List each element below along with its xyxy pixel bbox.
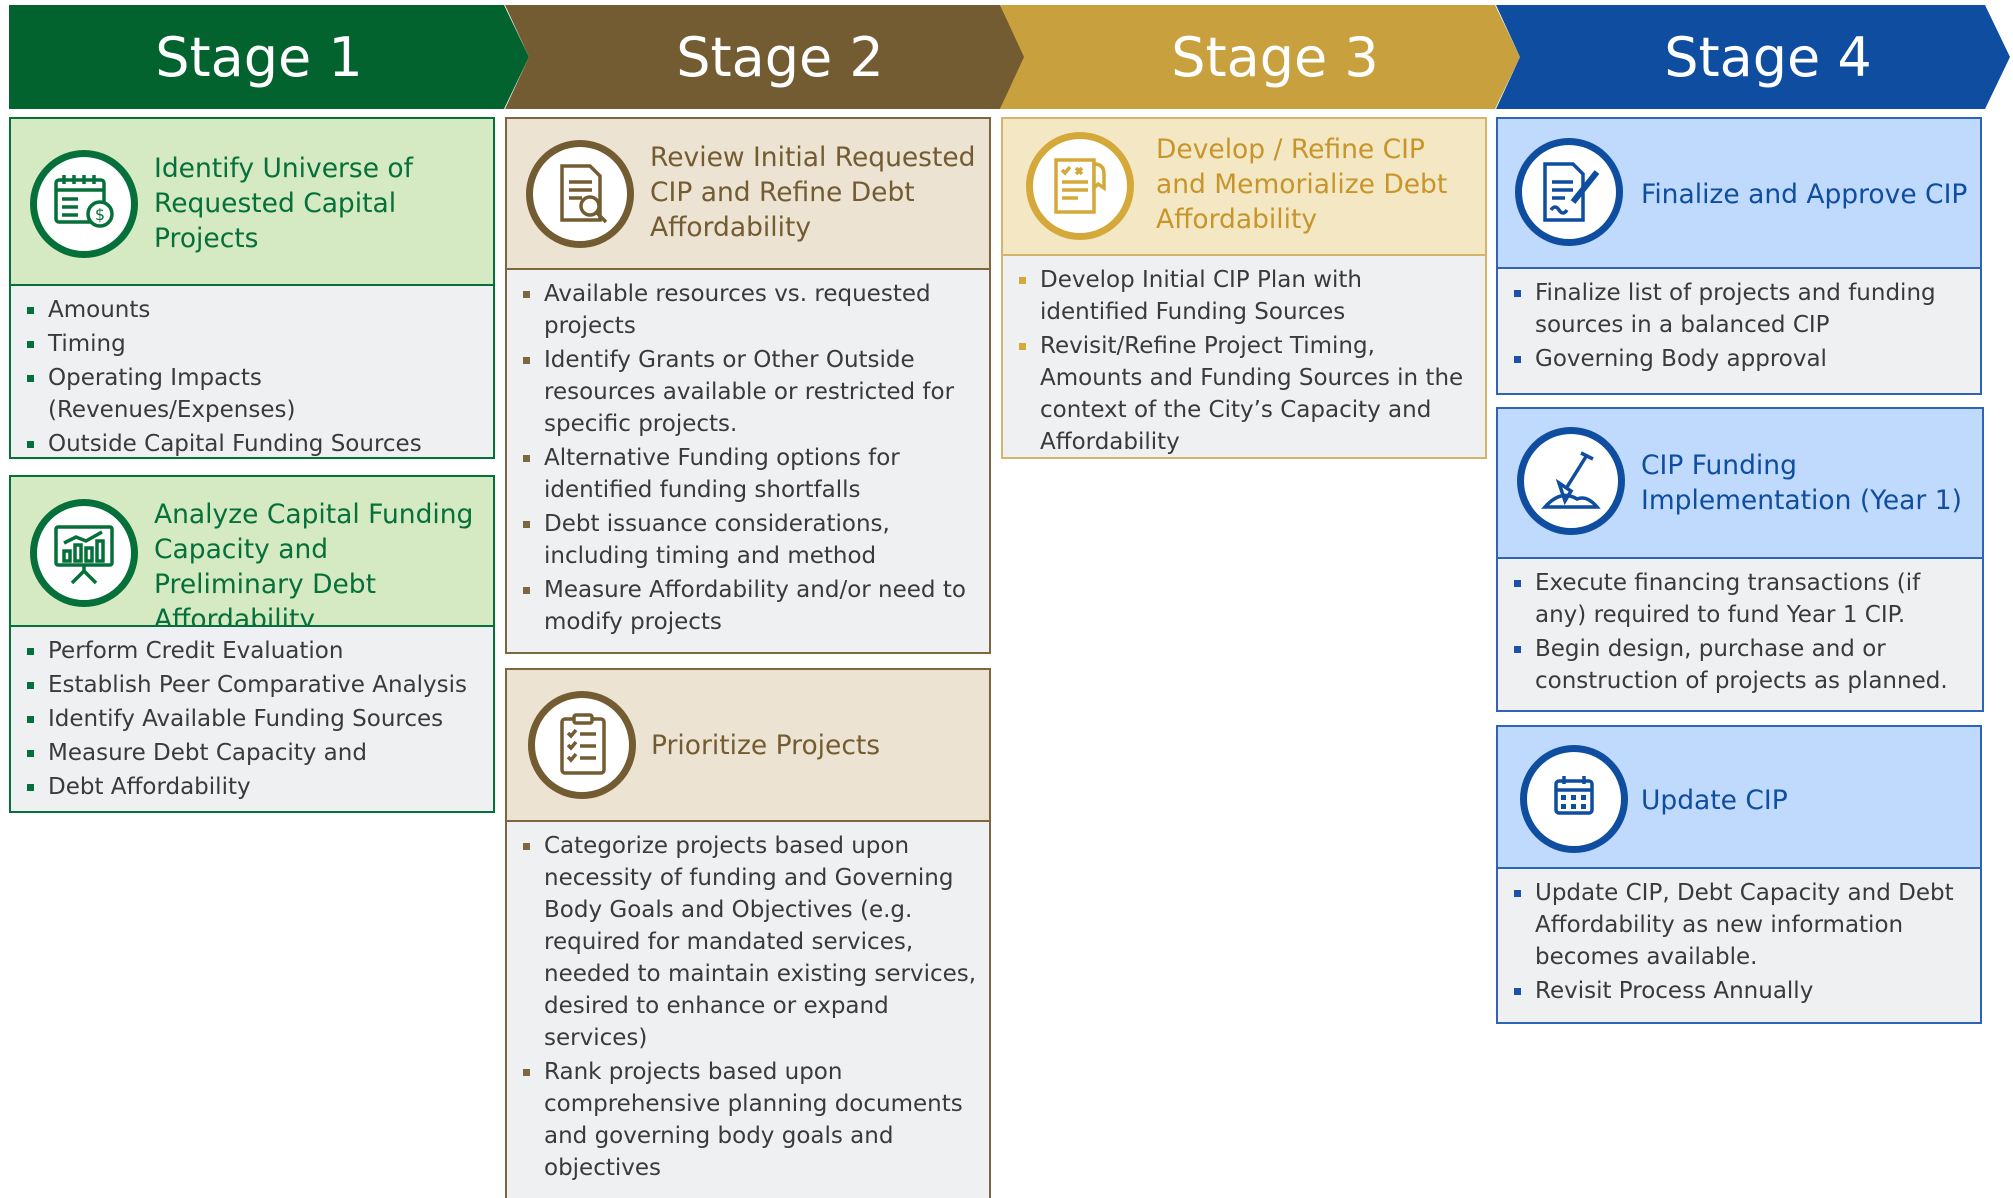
bullet-area: Amounts Timing Operating Impacts (Revenu… [11, 286, 493, 457]
bullet-item: Update CIP, Debt Capacity and Debt Affor… [1514, 877, 1970, 973]
document-sign-icon [1515, 138, 1623, 246]
stage-1-box-analyze: Analyze Capital Funding Capacity and Pre… [9, 475, 495, 813]
calendar-refresh-icon [1520, 745, 1628, 853]
stage-4-box-update: Update CIP Update CIP, Debt Capacity and… [1496, 725, 1982, 1024]
bullet-item: Operating Impacts (Revenues/Expenses) [27, 362, 483, 426]
bullet-item: Amounts [27, 294, 483, 326]
stage-4-label: Stage 4 [1664, 25, 1872, 89]
bullet-item: Develop Initial CIP Plan with identified… [1019, 264, 1475, 328]
box-title: Prioritize Projects [651, 730, 881, 761]
bullet-area: Execute financing transactions (if any) … [1498, 559, 1982, 710]
stage-2-label: Stage 2 [676, 25, 884, 89]
stage-1-label: Stage 1 [155, 25, 363, 89]
box-title: CIP Funding Implementation (Year 1) [1641, 450, 1962, 516]
bullet-area: Finalize list of projects and funding so… [1498, 269, 1980, 393]
stage-1-box-identify: $ Identify Universe of Requested Capital… [9, 117, 495, 459]
bullet-item: Begin design, purchase and or constructi… [1514, 633, 1972, 697]
box-title: Develop / Refine CIP and Memorialize Deb… [1156, 134, 1448, 235]
bullet-area: Categorize projects based upon necessity… [507, 822, 989, 1198]
bullet-item: Establish Peer Comparative Analysis [27, 669, 483, 701]
box-title: Finalize and Approve CIP [1641, 179, 1968, 210]
document-search-icon [526, 140, 634, 248]
bullet-list: Execute financing transactions (if any) … [1514, 567, 1972, 697]
bullet-list: Available resources vs. requested projec… [523, 278, 979, 638]
bullet-item: Measure Debt Capacity and [27, 737, 483, 769]
bullet-list: Amounts Timing Operating Impacts (Revenu… [27, 294, 483, 460]
bullet-item: Debt Affordability [27, 771, 483, 803]
bullet-item: Measure Affordability and/or need to mod… [523, 574, 979, 638]
bullet-list: Develop Initial CIP Plan with identified… [1019, 264, 1475, 458]
box-title: Update CIP [1641, 785, 1788, 816]
stage-4-box-finalize: Finalize and Approve CIP Finalize list o… [1496, 117, 1982, 395]
checklist-clipboard-icon [528, 691, 636, 799]
bullet-item: Categorize projects based upon necessity… [523, 830, 979, 1054]
bullet-item: Timing [27, 328, 483, 360]
bullet-item: Identify Available Funding Sources [27, 703, 483, 735]
bullet-item: Execute financing transactions (if any) … [1514, 567, 1972, 631]
bullet-list: Perform Credit Evaluation Establish Peer… [27, 635, 483, 803]
contract-document-icon [1026, 132, 1134, 240]
stage-4-arrow: Stage 4 [1496, 5, 2010, 109]
bullet-item: Available resources vs. requested projec… [523, 278, 979, 342]
bullet-item: Revisit Process Annually [1514, 975, 1970, 1007]
bullet-item: Debt issuance considerations, including … [523, 508, 979, 572]
bullet-item: Alternative Funding options for identifi… [523, 442, 979, 506]
bullet-list: Update CIP, Debt Capacity and Debt Affor… [1514, 877, 1970, 1007]
bullet-list: Categorize projects based upon necessity… [523, 830, 979, 1184]
budget-spreadsheet-icon: $ [30, 150, 138, 258]
bullet-area: Update CIP, Debt Capacity and Debt Affor… [1498, 869, 1980, 1022]
box-title: Analyze Capital Funding Capacity and Pre… [154, 499, 474, 635]
svg-text:$: $ [95, 205, 105, 224]
presentation-chart-icon [30, 499, 138, 607]
bullet-area: Available resources vs. requested projec… [507, 270, 989, 652]
stage-2-box-review: Review Initial Requested CIP and Refine … [505, 117, 991, 654]
stage-4-box-implementation: CIP Funding Implementation (Year 1) Exec… [1496, 407, 1984, 712]
bullet-item: Perform Credit Evaluation [27, 635, 483, 667]
bullet-area: Perform Credit Evaluation Establish Peer… [11, 627, 493, 811]
stage-3-arrow: Stage 3 [1000, 5, 1520, 109]
bullet-item: Governing Body approval [1514, 343, 1970, 375]
bullet-area: Develop Initial CIP Plan with identified… [1003, 256, 1485, 457]
stage-2-box-prioritize: Prioritize Projects Categorize projects … [505, 668, 991, 1198]
stage-2-arrow: Stage 2 [505, 5, 1025, 109]
stage-3-box-develop: Develop / Refine CIP and Memorialize Deb… [1001, 117, 1487, 459]
box-title: Identify Universe of Requested Capital P… [154, 153, 413, 254]
bullet-item: Rank projects based upon comprehensive p… [523, 1056, 979, 1184]
stage-1-arrow: Stage 1 [9, 5, 529, 109]
bullet-item: Outside Capital Funding Sources [27, 428, 483, 460]
bullet-item: Identify Grants or Other Outside resourc… [523, 344, 979, 440]
bullet-item: Finalize list of projects and funding so… [1514, 277, 1970, 341]
box-title: Review Initial Requested CIP and Refine … [650, 142, 976, 243]
stage-3-label: Stage 3 [1171, 25, 1379, 89]
shovel-dirt-icon [1517, 427, 1625, 535]
bullet-item: Revisit/Refine Project Timing, Amounts a… [1019, 330, 1475, 458]
bullet-list: Finalize list of projects and funding so… [1514, 277, 1970, 375]
